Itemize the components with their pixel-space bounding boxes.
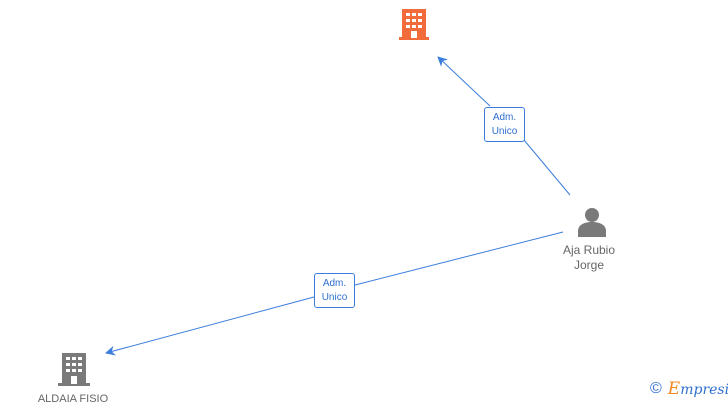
edge-person-to-top-company (438, 57, 571, 196)
empresia-logo: Empresia (667, 378, 728, 399)
building-icon[interactable] (58, 353, 90, 386)
edge-label-line2: Unico (491, 126, 518, 137)
building-icon[interactable] (399, 9, 429, 40)
empresia-watermark: © Empresia (650, 379, 728, 399)
person-icon[interactable] (578, 208, 606, 237)
person-name-label[interactable]: Aja Rubio Jorge (548, 243, 630, 273)
brand-rest: mpresia (680, 381, 728, 398)
edge-label-line1: Adm. (492, 112, 517, 123)
brand-first-letter: E (667, 378, 681, 399)
edge-person-to-bottom-company (106, 231, 564, 353)
edge-label-line2: Unico (321, 292, 348, 303)
person-name-line1: Aja Rubio (562, 243, 616, 257)
person-name-line2: Jorge (573, 258, 605, 272)
copyright-symbol: © (650, 380, 662, 397)
edge-label-adm-unico-top[interactable]: Adm. Unico (484, 107, 525, 142)
edge-label-adm-unico-bottom[interactable]: Adm. Unico (314, 273, 355, 308)
edge-label-line1: Adm. (322, 278, 347, 289)
